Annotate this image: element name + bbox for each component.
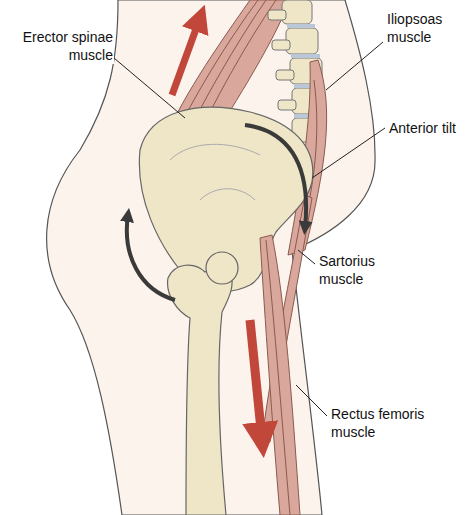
part-label: Sartorius muscle (318, 252, 392, 288)
part-label: Erector spinae muscle (4, 28, 114, 64)
part-label: Rectus femoris muscle (330, 405, 440, 441)
part-label: Iliopsoas muscle (386, 10, 466, 46)
pelvis (139, 107, 312, 291)
femur (168, 252, 238, 515)
leader-line (114, 42, 385, 416)
rotation-arrow (245, 125, 306, 228)
pull-arrow (172, 18, 200, 95)
part-label: Anterior tilt (388, 119, 457, 137)
rotation-arrow (127, 215, 175, 300)
pull-arrow (250, 320, 262, 440)
rectus-femoris-muscle (260, 235, 300, 515)
